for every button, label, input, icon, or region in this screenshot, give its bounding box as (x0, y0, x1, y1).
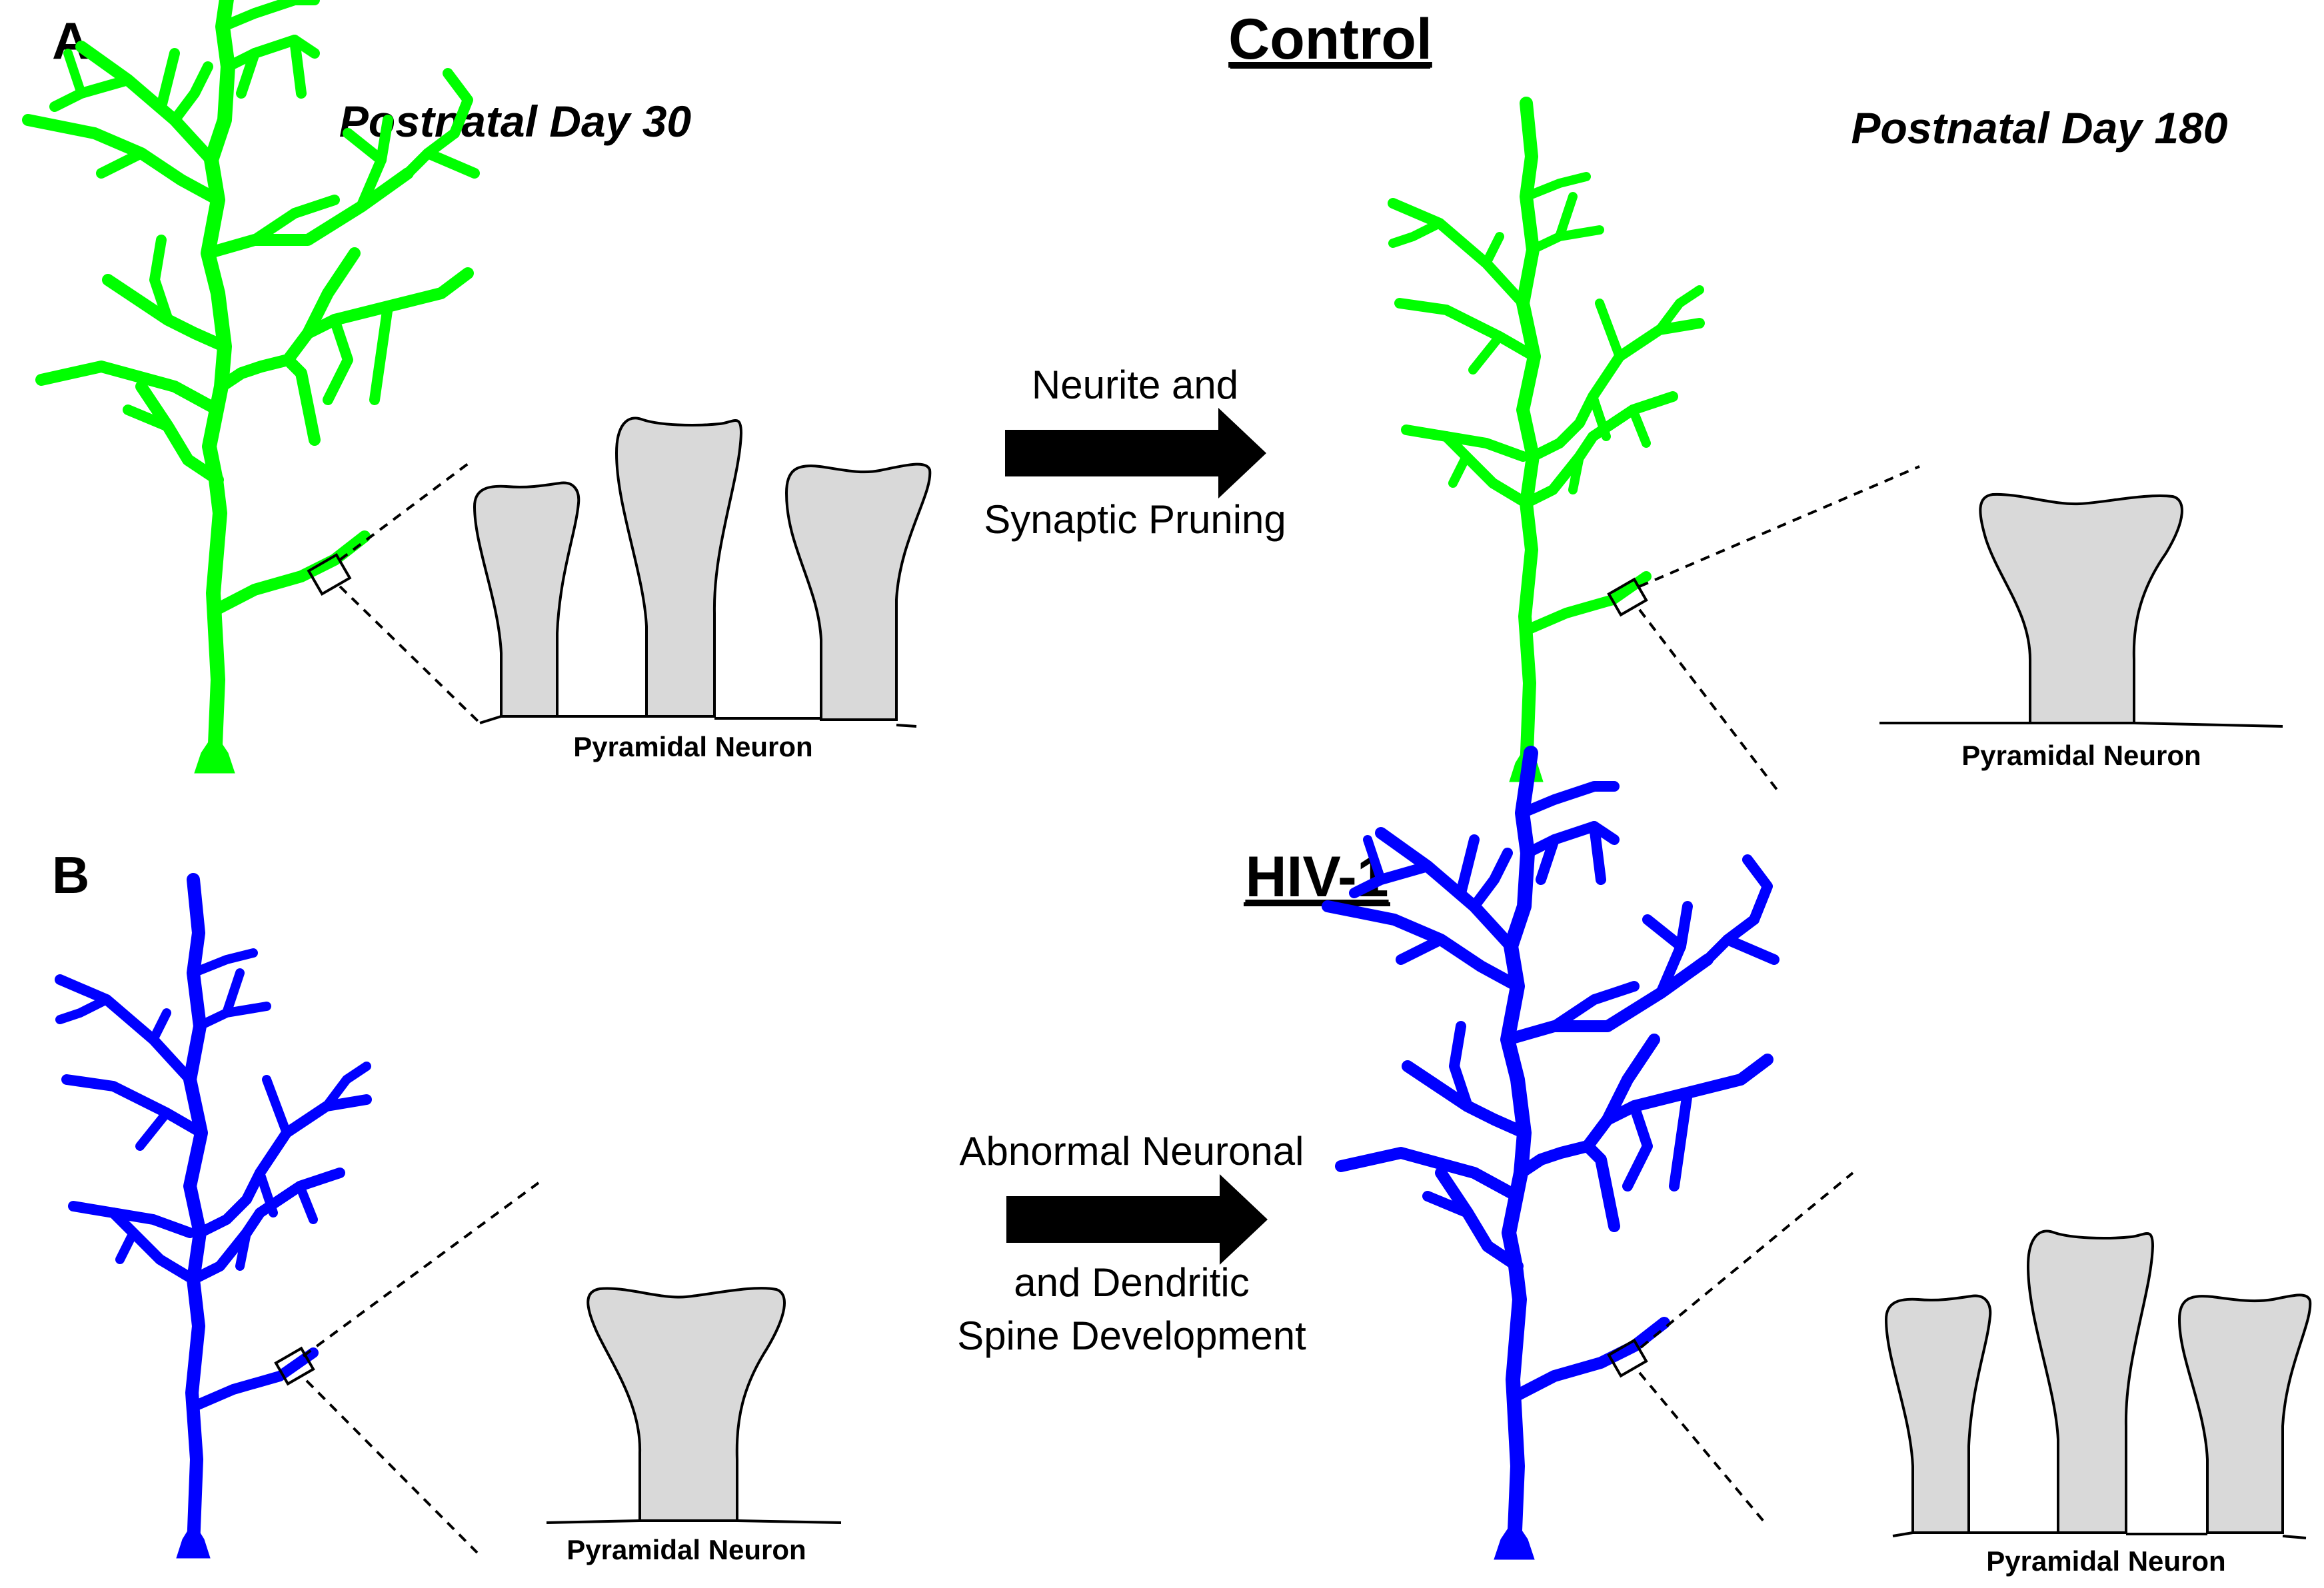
zoom-box-hiv-p180 (1607, 1338, 1648, 1378)
cell-label-control-p30: Pyramidal Neuron (573, 731, 812, 762)
zoom-box-control-p180 (1607, 577, 1648, 617)
spines-control-p30 (473, 416, 932, 728)
panel-b-letter: B (52, 846, 89, 904)
spine (473, 481, 581, 718)
neuron-control-p180 (1393, 103, 1700, 782)
panel-b-heading: HIV-1 (1245, 845, 1388, 909)
timepoint-day-30: Postnatal Day 30 (339, 97, 692, 146)
arrow-label-b-line1: Abnormal Neuronal (960, 1129, 1304, 1174)
arrow-label-b-line3: Spine Development (957, 1313, 1306, 1358)
panel-a-heading: Control (1228, 7, 1432, 71)
zoom-box-control-p30 (307, 552, 352, 596)
panel-b: B HIV-1 Pyramidal Neuron Abnormal Neuron… (52, 753, 2312, 1577)
spine (1884, 1294, 1992, 1534)
arrow-b (1006, 1174, 1268, 1265)
panel-a: A Control Postnatal Day 30 Postnatal Day… (28, 0, 2283, 794)
cell-label-hiv-p30: Pyramidal Neuron (567, 1534, 806, 1565)
spine (1979, 492, 2183, 724)
arrow-label-b-line2: and Dendritic (1014, 1260, 1250, 1305)
spine (2026, 1229, 2155, 1534)
arrow-label-a-line2: Synaptic Pruning (984, 497, 1286, 542)
spines-control-p180 (1879, 492, 2283, 728)
neuron-hiv-p30 (60, 880, 367, 1558)
spine (586, 1287, 786, 1522)
spine (2177, 1293, 2312, 1534)
neuron-hiv-p180 (1328, 753, 1774, 1559)
zoom-box-hiv-p30 (274, 1346, 315, 1386)
spine (784, 462, 932, 721)
spine (614, 416, 743, 718)
arrow-a (1005, 408, 1266, 498)
arrow-label-a-line1: Neurite and (1032, 363, 1238, 407)
cell-label-control-p180: Pyramidal Neuron (1961, 740, 2201, 771)
spines-hiv-p180 (1884, 1229, 2312, 1539)
spines-hiv-p30 (546, 1287, 842, 1524)
timepoint-day-180: Postnatal Day 180 (1851, 103, 2228, 153)
cell-label-hiv-p180: Pyramidal Neuron (1986, 1545, 2225, 1577)
